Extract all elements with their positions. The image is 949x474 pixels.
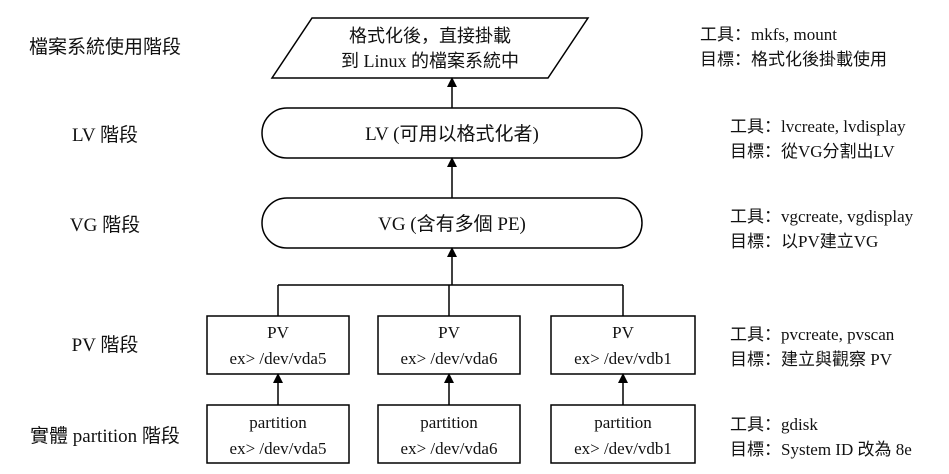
pv-box-1-device: ex> /dev/vda5 [230,349,327,368]
partition-box-1-device: ex> /dev/vda5 [230,439,327,458]
lv-node-label: LV (可用以格式化者) [365,123,539,145]
note-filesystem-goal: 目標：格式化後掛載使用 [700,49,887,69]
vg-node-label: VG (含有多個 PE) [378,213,526,235]
note-partition-tool: 工具：gdisk [730,415,818,434]
note-vg-tool: 工具：vgcreate, vgdisplay [730,207,914,226]
note-pv-goal: 目標：建立與觀察 PV [730,350,893,369]
partition-box-3 [550,404,696,464]
partition-box-2-device: ex> /dev/vda6 [401,439,498,458]
pv-box-2-device: ex> /dev/vda6 [401,349,498,368]
note-lv-tool: 工具：lvcreate, lvdisplay [730,117,906,136]
partition-box-1-title: partition [249,413,307,432]
pv-box-3-device: ex> /dev/vdb1 [574,349,672,368]
note-partition-goal: 目標：System ID 改為 8e [730,440,912,459]
stage-label-partition: 實體 partition 階段 [30,425,180,447]
stage-label-vg: VG 階段 [70,214,140,236]
partition-box-2 [377,404,521,464]
stage-label-pv: PV 階段 [72,334,139,356]
pv-box-1-title: PV [267,323,289,342]
filesystem-node-line1: 格式化後，直接掛載 [349,26,511,46]
partition-box-1 [206,404,350,464]
filesystem-node-shape [270,17,590,79]
partition-box-3-device: ex> /dev/vdb1 [574,439,672,458]
partition-box-2-title: partition [420,413,478,432]
filesystem-node-line2: 到 Linux 的檔案系統中 [341,51,519,71]
stage-label-filesystem: 檔案系統使用階段 [29,36,181,58]
note-vg-goal: 目標：以PV建立VG [730,232,878,251]
pv-box-2-title: PV [438,323,460,342]
pv-box-3-title: PV [612,323,634,342]
note-filesystem-tool: 工具：mkfs, mount [700,25,837,44]
partition-box-3-title: partition [594,413,652,432]
stage-label-lv: LV 階段 [72,124,138,146]
note-pv-tool: 工具：pvcreate, pvscan [730,325,895,344]
pv-box-2 [377,315,521,375]
note-lv-goal: 目標：從VG分割出LV [730,142,895,161]
